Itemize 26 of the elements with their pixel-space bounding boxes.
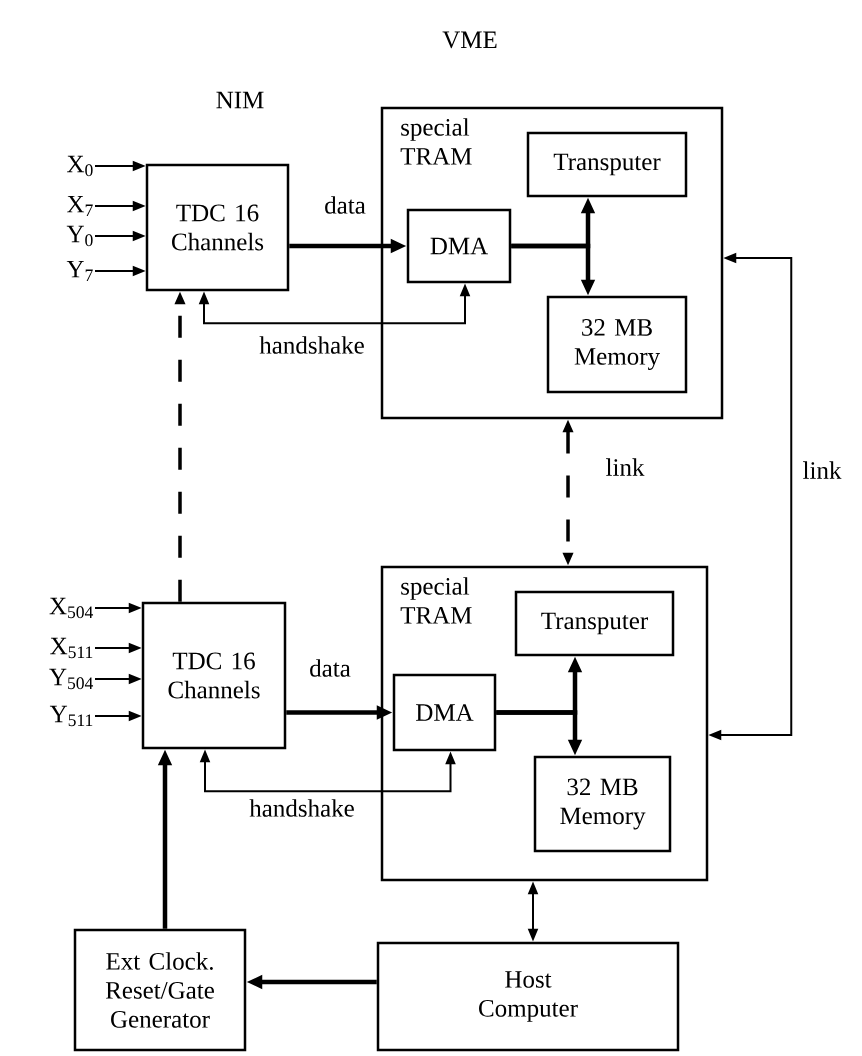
signal-label: Y$_{0}$ [66,225,93,247]
edge-label: handshake [248,798,356,818]
signal-label: Y$_{7}$ [66,260,93,282]
memory-box: 32 MB Memory [546,295,688,394]
memory-box: 32 MB Memory [533,755,672,853]
column-heading: VME [442,31,497,49]
edge-label: data [323,195,367,215]
signal-label: X$_{511}$ [50,637,93,659]
dma-box: DMA [392,673,497,752]
processor-box: Transputer [526,131,688,198]
signal-label: Y$_{504}$ [49,668,94,690]
edge-label: link [801,460,843,480]
column-heading: NIM [216,91,264,109]
edge-label: handshake [258,335,366,355]
edge-label: data [308,658,352,678]
generator-box: Ext Clock. Reset/Gate Generator [73,928,247,1052]
signal-label: X$_{7}$ [67,195,93,217]
host-box: Host Computer [376,941,680,1052]
tdc-box: TDC 16 Channels [141,601,287,750]
signal-label: Y$_{511}$ [49,705,93,727]
signal-label: X$_{0}$ [67,155,93,177]
edge-label: link [604,457,646,477]
tdc-box: TDC 16 Channels [145,163,290,292]
processor-box: Transputer [514,590,675,657]
dma-box: DMA [406,208,512,284]
signal-label: X$_{504}$ [49,597,94,619]
